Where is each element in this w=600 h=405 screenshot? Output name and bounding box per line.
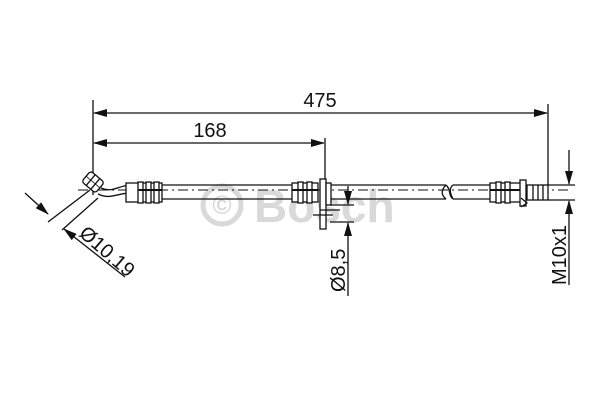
left-crimp-sleeve (125, 181, 163, 204)
label-475: 475 (303, 90, 336, 112)
thread-dimension (548, 150, 575, 285)
label-168: 168 (193, 120, 226, 142)
left-banjo-fitting (82, 171, 131, 198)
right-crimp-sleeve (489, 179, 529, 208)
right-threaded-fitting (526, 184, 549, 201)
watermark-copyright: © (212, 190, 231, 220)
bracket-crimp-sleeve (291, 181, 319, 204)
label-thread: M10x1 (549, 225, 571, 285)
mounting-bracket (313, 178, 340, 230)
label-bracket-hole-diameter: Ø8,5 (328, 249, 350, 292)
bracket-hole-dimension (330, 186, 354, 296)
label-left-fitting-diameter: Ø10,19 (75, 222, 139, 282)
left-fitting-diameter-dimension (24, 189, 126, 278)
